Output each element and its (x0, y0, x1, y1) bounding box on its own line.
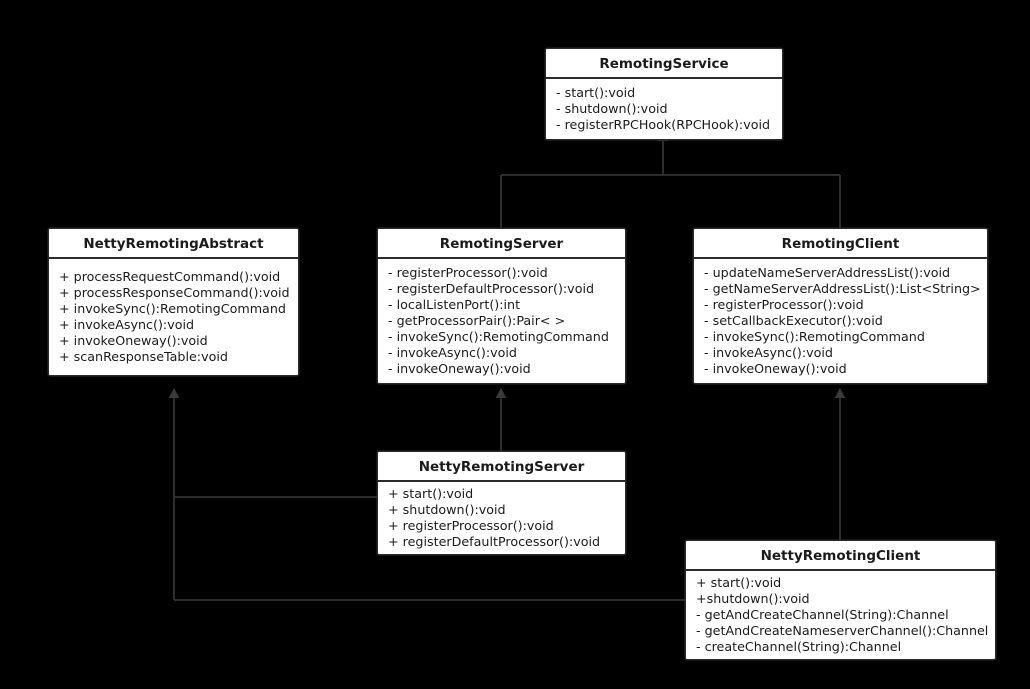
class-member: - registerDefaultProcessor():void (388, 281, 595, 296)
class-member: - registerProcessor():void (388, 265, 548, 280)
class-name-netty-remoting-abstract: NettyRemotingAbstract (49, 229, 298, 259)
class-member: + invokeOneway():void (59, 333, 208, 348)
class-member: + processRequestCommand():void (59, 269, 281, 284)
class-member: - registerProcessor():void (704, 297, 864, 312)
class-member: - getProcessorPair():Pair< > (388, 313, 566, 328)
class-name-remoting-server: RemotingServer (378, 229, 625, 259)
class-member: - invokeOneway():void (704, 361, 847, 376)
class-member: - invokeSync():RemotingCommand (704, 329, 925, 344)
class-members-netty-remoting-client: + start():void +shutdown():void - getAnd… (686, 571, 995, 659)
class-member: - setCallbackExecutor():void (704, 313, 883, 328)
class-member: - registerRPCHook(RPCHook):void (556, 117, 771, 132)
class-member: - getAndCreateChannel(String):Channel (696, 607, 949, 622)
class-members-remoting-service: - start():void - shutdown():void - regis… (546, 79, 782, 139)
class-box-remoting-client[interactable]: RemotingClient - updateNameServerAddress… (693, 228, 988, 384)
class-name-remoting-service: RemotingService (546, 49, 782, 79)
class-member: +shutdown():void (696, 591, 810, 606)
class-member: + processResponseCommand():void (59, 285, 290, 300)
class-name-netty-remoting-server: NettyRemotingServer (378, 452, 625, 482)
class-member: + scanResponseTable:void (59, 349, 228, 364)
class-member: - invokeSync():RemotingCommand (388, 329, 609, 344)
class-member: - getNameServerAddressList():List<String… (704, 281, 981, 296)
class-member: - start():void (556, 85, 636, 100)
edge-to-remoting-service (500, 132, 841, 228)
class-member: - invokeOneway():void (388, 361, 531, 376)
class-member: + start():void (388, 486, 474, 501)
class-member: + invokeAsync():void (59, 317, 195, 332)
class-member: - getAndCreateNameserverChannel():Channe… (696, 623, 989, 638)
class-members-remoting-server: - registerProcessor():void - registerDef… (378, 259, 625, 383)
class-name-netty-remoting-client: NettyRemotingClient (686, 541, 995, 571)
class-members-netty-remoting-abstract: + processRequestCommand():void + process… (49, 259, 298, 375)
class-box-remoting-server[interactable]: RemotingServer - registerProcessor():voi… (377, 228, 626, 384)
class-member: - invokeAsync():void (704, 345, 833, 360)
class-box-netty-remoting-client[interactable]: NettyRemotingClient + start():void +shut… (685, 540, 996, 660)
class-member: + registerProcessor():void (388, 518, 554, 533)
class-member: - shutdown():void (556, 101, 668, 116)
class-member: + start():void (696, 575, 782, 590)
class-members-remoting-client: - updateNameServerAddressList():void - g… (694, 259, 987, 383)
class-member: - updateNameServerAddressList():void (704, 265, 951, 280)
class-member: - localListenPort():int (388, 297, 521, 312)
class-members-netty-remoting-server: + start():void + shutdown():void + regis… (378, 482, 625, 554)
class-member: - invokeAsync():void (388, 345, 517, 360)
class-box-netty-remoting-server[interactable]: NettyRemotingServer + start():void + shu… (377, 451, 626, 555)
class-box-remoting-service[interactable]: RemotingService - start():void - shutdow… (545, 48, 783, 140)
class-member: + invokeSync():RemotingCommand (59, 301, 286, 316)
class-member: + shutdown():void (388, 502, 506, 517)
class-member: + registerDefaultProcessor():void (388, 534, 601, 549)
class-name-remoting-client: RemotingClient (694, 229, 987, 259)
class-member: - createChannel(String):Channel (696, 639, 902, 654)
class-box-netty-remoting-abstract[interactable]: NettyRemotingAbstract + processRequestCo… (48, 228, 299, 376)
